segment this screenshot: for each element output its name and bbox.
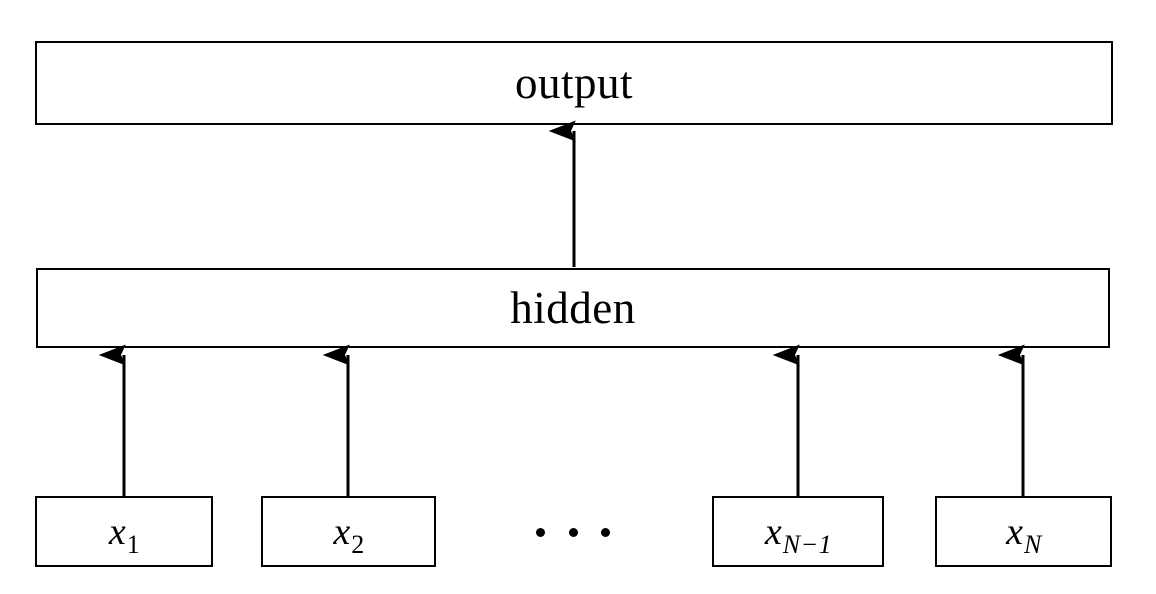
- input-node-base-1: x: [108, 510, 126, 553]
- input-node-base-2: x: [333, 510, 351, 553]
- ellipsis-dot-2: [568, 527, 578, 537]
- hidden-layer-label: hidden: [510, 282, 636, 333]
- input-node-subscript-n: N: [1024, 529, 1042, 559]
- input-node-base-n-minus-1: x: [764, 510, 782, 553]
- ellipsis-dot-3: [601, 527, 610, 537]
- hidden-layer-box: hidden: [36, 268, 1110, 348]
- input-node-subscript-1: 1: [126, 529, 141, 559]
- output-layer-box: output: [35, 41, 1113, 125]
- ellipsis-dot-1: [536, 527, 545, 537]
- input-node-subscript-n-minus-1: N−1: [782, 529, 833, 559]
- output-layer-label: output: [514, 57, 633, 108]
- input-node-subscript-2: 2: [351, 529, 365, 559]
- ellipsis-indicator: [536, 505, 610, 559]
- input-node-base-n: x: [1006, 510, 1024, 553]
